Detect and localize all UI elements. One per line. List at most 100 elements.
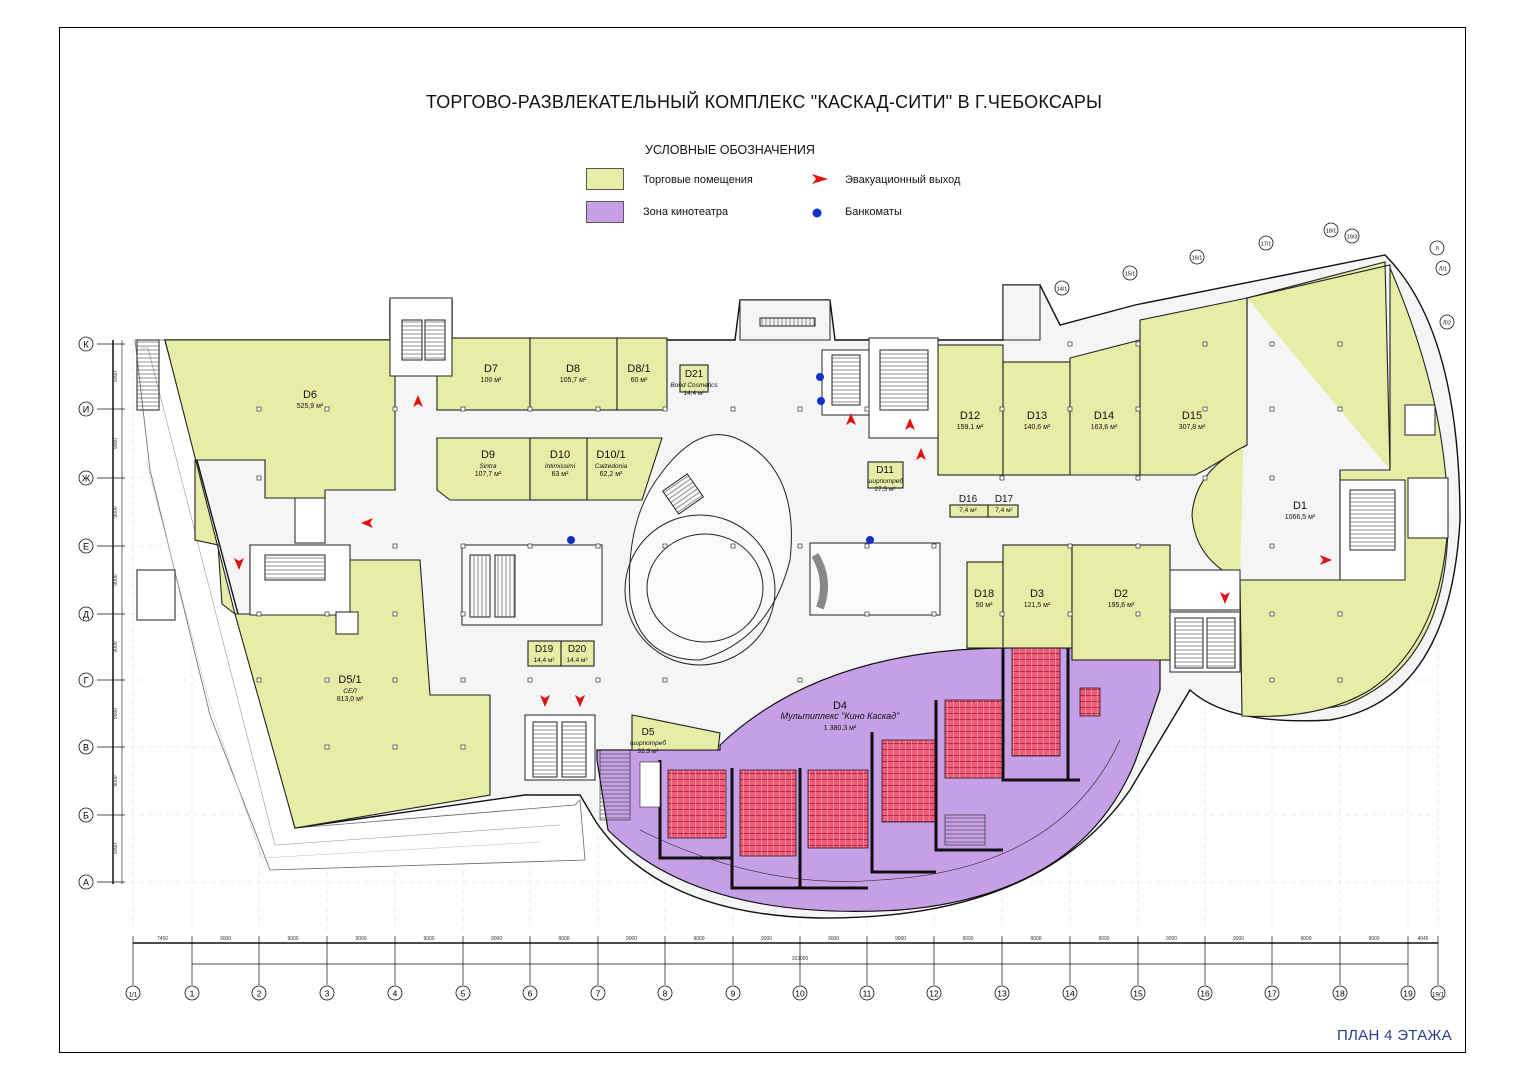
atrium-circle xyxy=(624,514,776,666)
structural-column xyxy=(324,406,330,412)
structural-column xyxy=(1269,543,1275,549)
column-axis-label: 19/1 xyxy=(1432,993,1444,999)
escalator-east xyxy=(809,542,941,616)
row-axis-label: Б xyxy=(83,811,89,821)
room-area-d2: 195,6 м² xyxy=(1108,602,1135,609)
column-spacing-label: 9000 xyxy=(355,936,366,942)
room-id-d9: D9 xyxy=(481,449,495,461)
room-id-d5: D5 xyxy=(642,727,655,738)
structural-column xyxy=(1135,341,1141,347)
curved-axis-label: Л/1 xyxy=(1439,267,1447,273)
column-axis-bubble xyxy=(455,985,471,1001)
room-id-d19: D19 xyxy=(535,644,554,655)
column-spacing-label: 9000 xyxy=(761,936,772,942)
curved-axis-bubble xyxy=(1439,314,1455,330)
structural-column xyxy=(1337,611,1343,617)
room-d5 xyxy=(631,714,721,751)
column-axis-label: 6 xyxy=(528,989,533,999)
room-area-d8: 105,7 м² xyxy=(560,377,587,384)
column-axis-bubble xyxy=(1400,985,1416,1001)
column-axis-bubble xyxy=(1430,985,1446,1001)
room-area-d1: 1066,5 м² xyxy=(1285,514,1316,521)
room-d8 xyxy=(529,337,618,411)
plan-label: ПЛАН 4 ЭТАЖА xyxy=(1336,1027,1452,1044)
structural-column xyxy=(324,611,330,617)
structural-column xyxy=(392,744,398,750)
room-id-d21: D21 xyxy=(685,369,704,380)
column-axis-bubble xyxy=(1197,985,1213,1001)
row-axis-label: Е xyxy=(83,542,89,552)
structural-column xyxy=(797,406,803,412)
room-id-d20: D20 xyxy=(568,644,587,655)
structural-column xyxy=(1269,475,1275,481)
room-d20 xyxy=(560,640,595,667)
column-spacing-label: 9000 xyxy=(1166,936,1177,942)
room-tenant-d10_1: Calzedonia xyxy=(595,463,628,470)
structural-column xyxy=(1135,475,1141,481)
column-axis-label: 13 xyxy=(997,989,1007,999)
column-spacing-label: 9000 xyxy=(693,936,704,942)
curved-axis-label: Л/2 xyxy=(1443,321,1451,327)
column-spacing-label: 9000 xyxy=(1098,936,1109,942)
room-area-d18: 50 м² xyxy=(976,602,994,609)
room-id-d18: D18 xyxy=(974,588,994,600)
exit-arrow-icon xyxy=(1320,555,1332,565)
column-spacing-label: 9000 xyxy=(895,936,906,942)
room-d12 xyxy=(937,344,1004,476)
column-axis-label: 17 xyxy=(1267,989,1277,999)
structural-column xyxy=(797,543,803,549)
structural-column xyxy=(595,677,601,683)
exit-arrow-icon xyxy=(540,695,550,707)
column-axis-label: 16 xyxy=(1200,989,1210,999)
room-area-d16: 7,4 м² xyxy=(959,507,977,514)
legend-exit-label: Эвакуационный выход xyxy=(845,174,961,186)
structural-column xyxy=(1337,406,1343,412)
structural-column xyxy=(256,406,262,412)
structural-column xyxy=(1067,341,1073,347)
room-area-d19: 14,4 м² xyxy=(533,657,555,664)
room-d15 xyxy=(1139,297,1248,476)
column-axis-label: 9 xyxy=(731,989,736,999)
room-area-d17: 7,4 м² xyxy=(995,507,1013,514)
column-spacing-label: 9000 xyxy=(1030,936,1041,942)
column-axis-bubble xyxy=(994,985,1010,1001)
structural-column xyxy=(1337,341,1343,347)
column-spacing-label: 9000 xyxy=(1300,936,1311,942)
room-d17 xyxy=(987,504,1019,518)
room-id-d11: D11 xyxy=(876,465,894,476)
room-d21 xyxy=(679,364,709,393)
curved-axis-bubble xyxy=(1344,228,1360,244)
atm-dot-icon xyxy=(866,536,874,544)
exit-arrow-icon xyxy=(575,695,585,707)
room-tenant-d10: Intimissimi xyxy=(545,463,576,470)
row-axis-bubble xyxy=(78,336,94,352)
room-id-d13: D13 xyxy=(1027,410,1047,422)
structural-column xyxy=(392,611,398,617)
structural-column xyxy=(931,611,937,617)
structural-column xyxy=(999,406,1005,412)
structural-column xyxy=(864,406,870,412)
column-spacing-label: 7450 xyxy=(157,936,168,942)
row-spacing-label: 9000 xyxy=(113,708,119,719)
column-axis-label: 11 xyxy=(863,989,872,999)
column-axis-bubble xyxy=(926,985,942,1001)
structural-column xyxy=(324,677,330,683)
legend-cinema-swatch xyxy=(586,201,624,223)
row-axis-label: Д xyxy=(83,610,89,620)
column-spacing-label: 9000 xyxy=(491,936,502,942)
column-spacing-label: 9000 xyxy=(828,936,839,942)
exit-arrow-icon xyxy=(361,518,373,528)
room-tenant-d21: Bond Cosmetics xyxy=(670,382,718,389)
exit-arrow-icon xyxy=(905,418,915,430)
structural-column xyxy=(460,677,466,683)
structural-column xyxy=(1067,406,1073,412)
room-area-d5: 32,3 м² xyxy=(637,748,659,755)
row-axis-label: А xyxy=(83,878,89,888)
atm-dot-icon xyxy=(816,373,824,381)
structural-column xyxy=(662,543,668,549)
column-spacing-label: 9000 xyxy=(962,936,973,942)
column-spacing-label: 9000 xyxy=(626,936,637,942)
structural-column xyxy=(324,744,330,750)
row-axis-bubble xyxy=(78,538,94,554)
column-spacing-label: 4045 xyxy=(1417,936,1428,942)
